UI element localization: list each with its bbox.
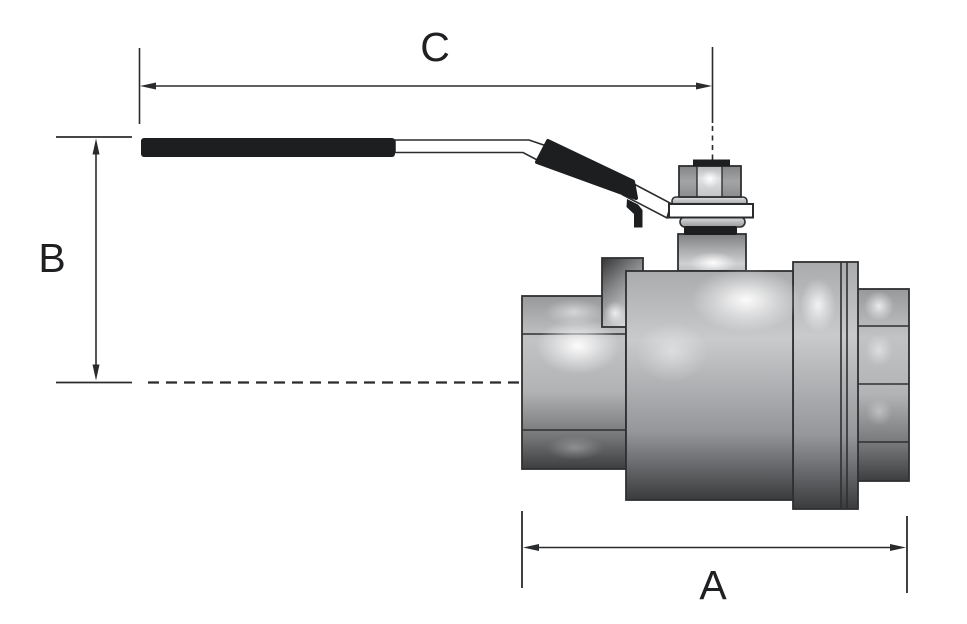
dim-c-arrow-left — [140, 82, 156, 90]
union-flange — [792, 261, 859, 510]
valve-body — [521, 159, 910, 510]
dim-a-label: A — [699, 562, 727, 608]
center-body — [625, 268, 801, 501]
handle-lock-tab — [626, 199, 643, 228]
stem-seal-ring — [684, 226, 737, 235]
dim-c-label: C — [420, 24, 450, 70]
dimension-c: C — [138, 24, 714, 160]
stem-highlight — [689, 252, 737, 274]
dim-a-arrow-right — [890, 544, 906, 551]
lever-handle — [141, 138, 754, 228]
stem-nut — [678, 159, 742, 198]
handle-arm-horizontal — [394, 139, 553, 165]
handle-mount-plate — [668, 203, 754, 219]
dimension-a: A — [521, 511, 908, 608]
dim-b-arrow-down — [92, 364, 100, 381]
handle-grip-angled — [535, 139, 638, 200]
handle-grip — [141, 138, 395, 157]
nut-cap — [693, 159, 730, 167]
dim-a-arrow-left — [523, 544, 539, 551]
dimension-b: B — [38, 136, 132, 384]
dim-b-label: B — [38, 235, 65, 281]
right-end-connector — [856, 288, 910, 482]
dim-c-arrow-right — [696, 82, 712, 90]
dim-b-arrow-up — [92, 138, 100, 155]
